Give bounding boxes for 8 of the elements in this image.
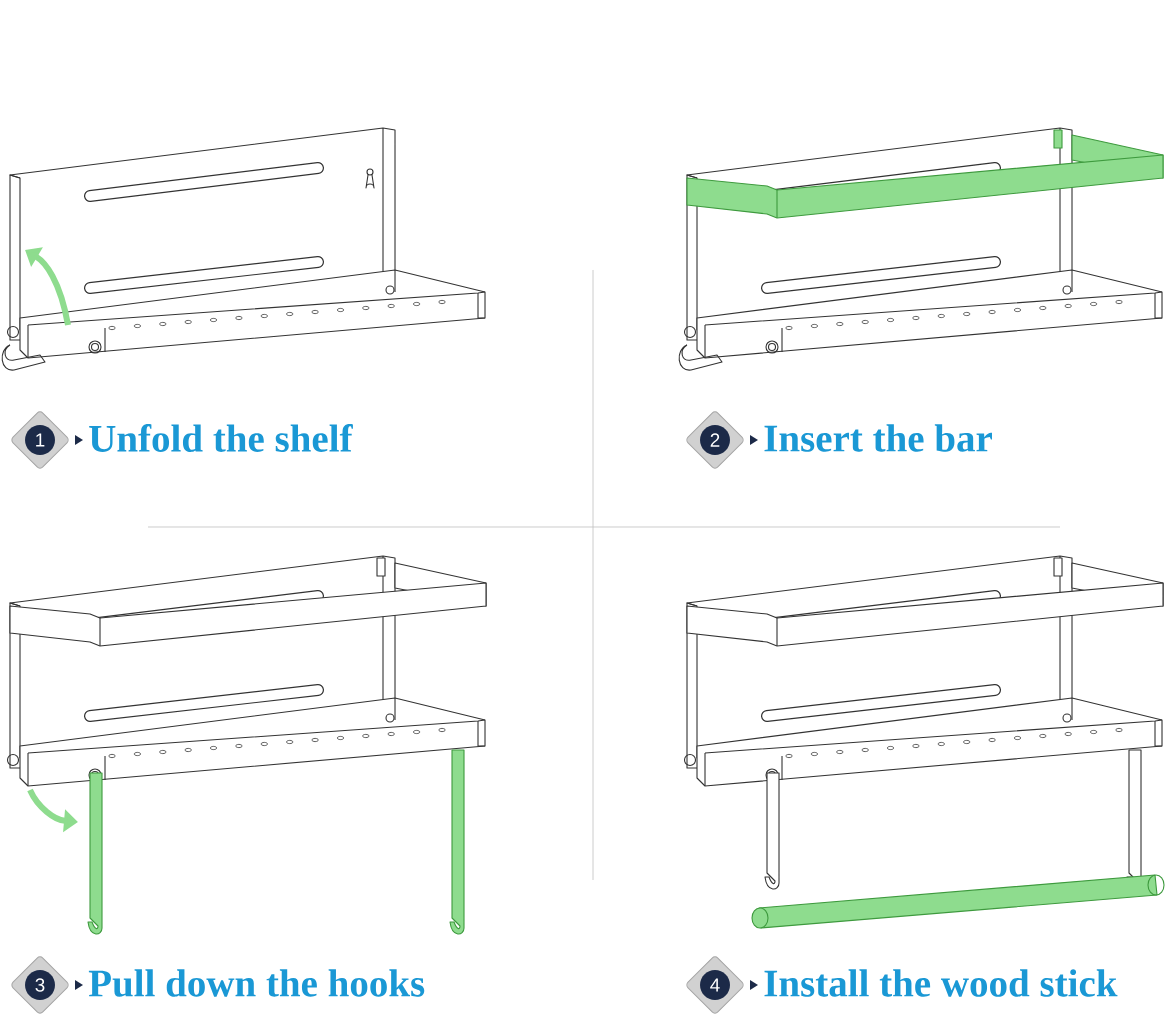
step-heading: Insert the bar [764,424,992,452]
step-badge: 2 [686,411,744,469]
step-badge: 1 [11,411,69,469]
step-heading: Unfold the shelf [89,424,353,452]
step-badge: 3 [11,956,69,1014]
step-heading: Pull down the hooks [88,969,425,997]
step-badge: 4 [686,956,744,1014]
step-heading: Install the wood stick [764,969,1118,997]
